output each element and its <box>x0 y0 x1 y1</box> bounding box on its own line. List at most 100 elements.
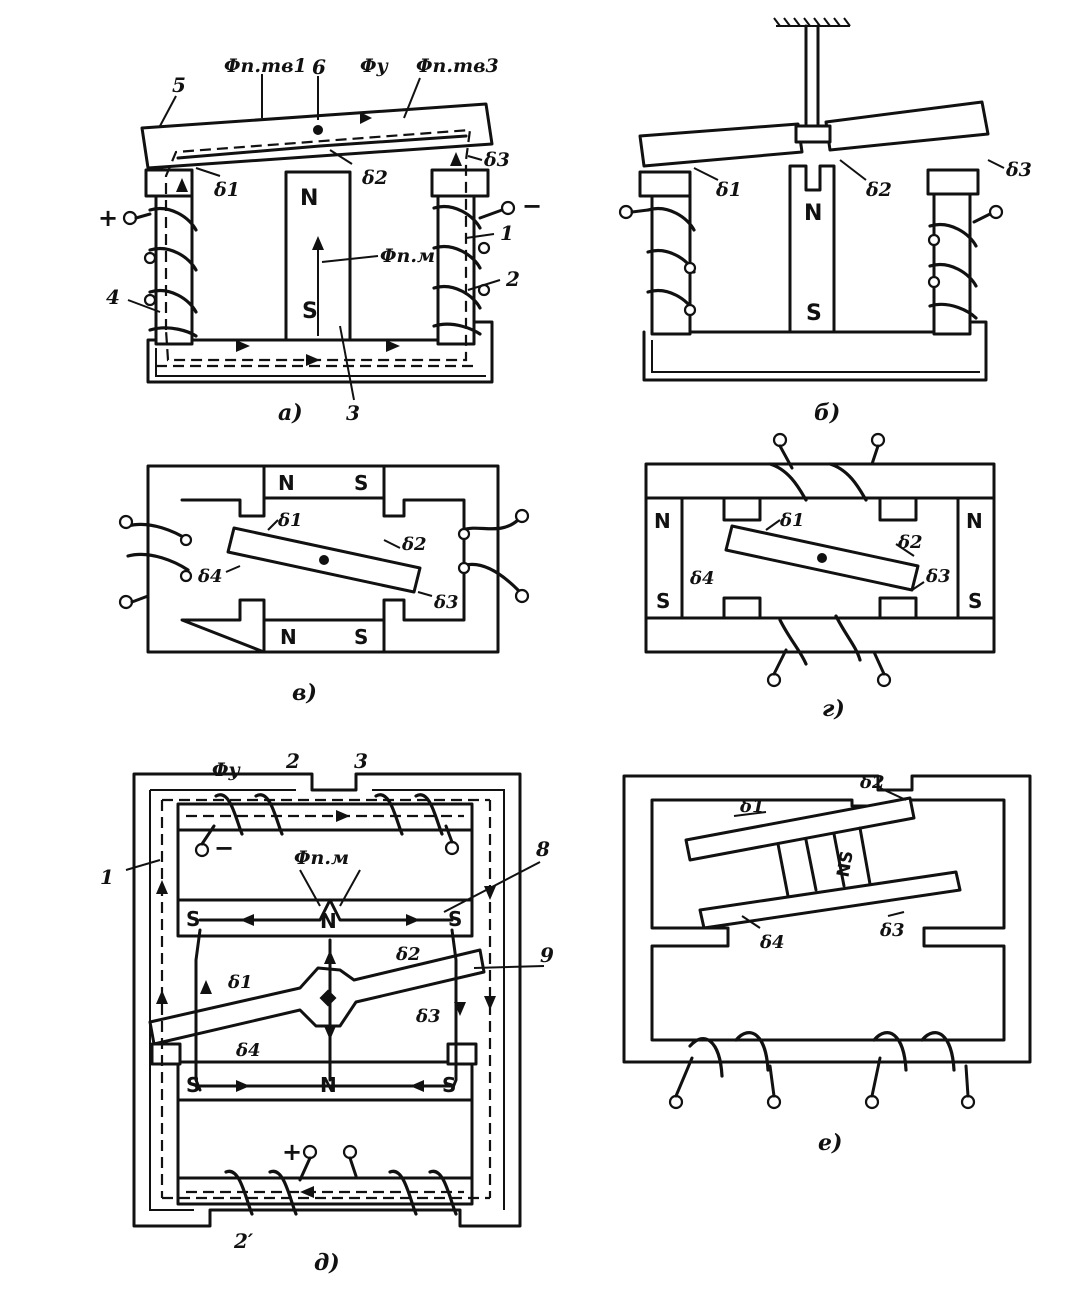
panel-v: N S N S δ1 δ2 δ3 δ4 в) <box>118 464 530 706</box>
panel-b-d1: δ1 <box>715 179 742 201</box>
panel-d-d1: δ1 <box>227 972 253 993</box>
panel-a-yoke <box>146 320 494 384</box>
panel-d-num2: 2 <box>285 749 300 773</box>
panel-d-caption: д) <box>314 1250 340 1276</box>
panel-a-N: N <box>300 186 318 211</box>
panel-a-flux-right-label: Φп.тв3 <box>416 55 499 77</box>
panel-d-lower-S-left: S <box>186 1073 200 1097</box>
panel-a-minus-terminal <box>500 200 516 216</box>
panel-b-d2: δ2 <box>865 179 892 201</box>
panel-v-frame <box>146 464 500 654</box>
panel-d-minus: − <box>214 834 234 862</box>
panel-d-armature <box>148 948 486 1046</box>
panel-b: N S δ1 δ2 δ3 б) <box>618 17 1032 426</box>
panel-v-top-N: N <box>278 471 295 495</box>
panel-e-d4: δ4 <box>759 932 785 953</box>
panel-d-d3: δ3 <box>415 1006 441 1027</box>
panel-d-outer-frame <box>132 772 522 1228</box>
panel-a-plus-terminal <box>122 210 138 226</box>
panel-b-S: S <box>806 301 822 326</box>
panel-e-magnet-label: NS <box>833 849 857 879</box>
panel-b-left-core <box>650 192 692 336</box>
panel-a-num4: 4 <box>106 285 120 309</box>
panel-v-d2: δ2 <box>401 534 427 555</box>
panel-a-armature <box>140 102 494 170</box>
panel-a-flux-left-label: Φп.тв1 <box>224 55 307 77</box>
panel-e-magnet <box>776 826 872 898</box>
panel-a-num6: 6 <box>312 55 326 79</box>
panel-a-d1: δ1 <box>213 179 240 201</box>
panel-b-N: N <box>804 201 822 226</box>
panel-a-d3: δ3 <box>483 149 510 171</box>
panel-g-left-S: S <box>656 589 670 613</box>
panel-a-num1: 1 <box>500 221 514 245</box>
panel-e: NS δ1 δ2 δ3 δ4 е) <box>622 772 1032 1156</box>
panel-d-flux-m: Φп.м <box>294 847 349 869</box>
panel-d-num1: 1 <box>100 865 114 889</box>
panel-e-d3: δ3 <box>879 920 905 941</box>
panel-g-caption: г) <box>822 696 845 722</box>
panel-d-lower-N: N <box>320 1073 337 1097</box>
panel-b-permanent-magnet <box>788 164 836 334</box>
panel-g-left-N: N <box>654 509 671 533</box>
panel-d-lower-S-right: S <box>442 1073 456 1097</box>
panel-a-flux-y-label: Φу <box>360 55 390 77</box>
panel-d-d4: δ4 <box>235 1040 261 1061</box>
panel-e-frame <box>622 774 1032 1064</box>
panel-a-S: S <box>302 299 318 324</box>
panel-e-upper-armature <box>684 796 916 862</box>
panel-e-d2: δ2 <box>859 772 885 793</box>
panel-d-upper-S-right: S <box>448 907 462 931</box>
panel-e-caption: е) <box>818 1130 842 1156</box>
panel-g-d3: δ3 <box>925 566 951 587</box>
panel-a-num5: 5 <box>172 73 186 97</box>
panel-d-plus: + <box>282 1138 302 1166</box>
panel-d-upper-magnet <box>176 898 474 938</box>
panel-a-left-core <box>154 192 194 346</box>
panel-d-upper-S-left: S <box>186 907 200 931</box>
panel-a-right-pole <box>430 168 490 198</box>
panel-d-num2p: 2′ <box>233 1229 254 1253</box>
panel-a-right-core <box>436 192 476 346</box>
panel-d-upper-N: N <box>320 909 337 933</box>
panel-g-frame <box>644 462 996 654</box>
panel-e-lower-armature <box>698 870 962 930</box>
panel-d-flux-y: Φу <box>212 759 242 781</box>
panel-b-right-armature <box>824 100 990 152</box>
panel-a: N S Φп.тв1 Φп.тв3 Φу Φп.м δ1 δ2 δ3 5 6 1… <box>98 55 542 426</box>
panel-v-caption: в) <box>292 680 317 706</box>
panel-d-num9: 9 <box>540 943 554 967</box>
panel-v-bot-S: S <box>354 625 368 649</box>
panel-a-flux-path <box>164 128 472 362</box>
panel-g-d1: δ1 <box>779 510 805 531</box>
panel-a-plus: + <box>98 204 118 232</box>
panel-b-d3: δ3 <box>1005 159 1032 181</box>
panel-v-bot-N: N <box>280 625 297 649</box>
panel-a-left-pole <box>144 168 194 198</box>
panel-e-d1: δ1 <box>739 796 765 817</box>
panel-a-num3: 3 <box>346 401 360 425</box>
panel-v-d1: δ1 <box>277 510 303 531</box>
panel-a-left-coil <box>122 207 198 338</box>
panel-d-num8: 8 <box>535 837 550 861</box>
panel-a-minus: − <box>522 192 542 220</box>
panel-a-flux-m-label: Φп.м <box>380 245 435 267</box>
panel-g-right-N: N <box>966 509 983 533</box>
panel-g-d2: δ2 <box>897 532 923 553</box>
panel-g-d4: δ4 <box>689 568 715 589</box>
panel-b-left-armature <box>638 122 804 168</box>
panel-v-top-S: S <box>354 471 368 495</box>
panel-v-d4: δ4 <box>197 566 223 587</box>
panel-g: N S N S δ1 δ2 δ3 δ4 г) <box>644 432 996 722</box>
panel-v-d3: δ3 <box>433 592 459 613</box>
panel-a-caption: а) <box>278 400 303 426</box>
panel-d-num3: 3 <box>354 749 368 773</box>
panel-a-d2: δ2 <box>361 167 388 189</box>
panel-a-right-coil <box>432 200 516 336</box>
panel-d-d2: δ2 <box>395 944 421 965</box>
panel-b-caption: б) <box>814 400 840 426</box>
panel-g-right-S: S <box>968 589 982 613</box>
panel-a-num2: 2 <box>505 267 520 291</box>
panel-d: Φу 2 3 1 8 9 Φп.м − + 2′ δ1 δ2 δ3 δ4 S N… <box>100 749 554 1276</box>
